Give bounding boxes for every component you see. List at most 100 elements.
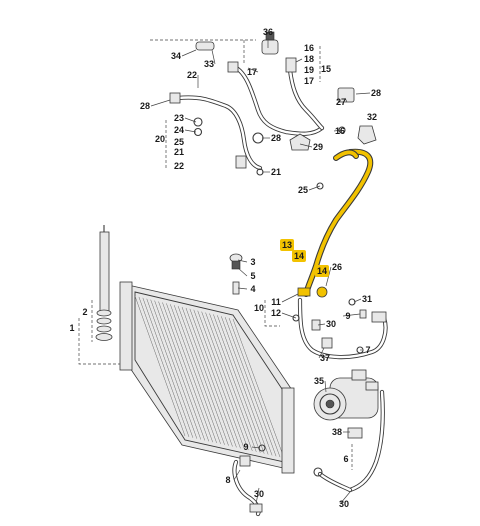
condenser-fin (177, 306, 229, 446)
condenser-fin (138, 296, 190, 437)
condenser-fin (181, 306, 233, 447)
callout-27: 27 (336, 97, 346, 107)
callout-16: 16 (304, 43, 314, 53)
leader-line (211, 49, 216, 65)
highlighted-callout-14: 14 (317, 266, 327, 276)
leader-line (251, 446, 261, 449)
leader-line (317, 323, 326, 326)
callout-25: 25 (298, 185, 308, 195)
leader-line (281, 312, 297, 319)
leader-line (333, 129, 343, 132)
callout-labels: 3433361716181917152227282823242532202122… (69, 27, 381, 509)
callout-30: 30 (326, 319, 336, 329)
callout-22: 22 (187, 70, 197, 80)
callout-20: 20 (155, 134, 165, 144)
callout-22: 22 (174, 161, 184, 171)
highlight-badge (280, 239, 294, 251)
condenser-fin (217, 315, 269, 455)
condenser (119, 281, 295, 474)
highlighted-discharge-hose (297, 148, 374, 298)
leader-line (237, 267, 248, 277)
condenser-fin (166, 303, 217, 444)
leader-line (237, 259, 248, 263)
condenser-fin (162, 302, 213, 443)
condenser-fin (201, 311, 253, 452)
callout-30: 30 (339, 499, 349, 509)
condenser-fin (158, 301, 209, 442)
callout-6: 6 (343, 454, 348, 464)
callout-17: 17 (304, 76, 314, 86)
lower-hose-assembly (232, 297, 388, 517)
leader-line (342, 313, 361, 317)
callout-5: 5 (250, 271, 255, 281)
callout-9: 9 (345, 311, 350, 321)
leader-line (339, 491, 351, 505)
leader-line (184, 117, 197, 123)
condenser-fin (232, 318, 285, 459)
condenser-fin (189, 308, 241, 449)
callout-33: 33 (204, 59, 214, 69)
callout-18: 18 (304, 54, 314, 64)
compressor (313, 369, 379, 421)
condenser-fin (228, 317, 281, 458)
callout-21: 21 (174, 147, 184, 157)
group-bracket (264, 300, 280, 327)
leader-line (184, 129, 197, 133)
leader-line (255, 487, 260, 505)
receiver-drier (95, 225, 113, 341)
leader-line (318, 347, 325, 359)
condenser-fin (213, 314, 265, 454)
leader-line (344, 97, 348, 103)
condenser-fin (197, 310, 249, 451)
highlight-badge (292, 250, 306, 262)
callout-28: 28 (371, 88, 381, 98)
callout-34: 34 (171, 51, 181, 61)
condenser-fin (221, 316, 273, 456)
leader-line (233, 469, 241, 481)
leader-line (308, 185, 321, 191)
condenser-fin (205, 312, 257, 452)
callout-30: 30 (254, 489, 264, 499)
callout-21: 21 (271, 167, 281, 177)
callout-16: 16 (335, 126, 345, 136)
condenser-fin (150, 299, 202, 440)
condenser-fin (146, 298, 198, 439)
callout-35: 35 (314, 376, 324, 386)
callout-37: 37 (320, 353, 330, 363)
leader-line (237, 287, 248, 290)
callout-28: 28 (271, 133, 281, 143)
highlighted-callout-13: 13 (282, 240, 292, 250)
callout-38: 38 (332, 427, 342, 437)
condenser-fin (173, 305, 225, 445)
leader-line (181, 49, 197, 57)
leader-line (295, 58, 303, 63)
condenser-fin (142, 297, 194, 438)
callout-4: 4 (250, 284, 255, 294)
callout-28: 28 (140, 101, 150, 111)
condenser-fin (193, 309, 245, 450)
leader-line (355, 92, 371, 95)
condenser-fin (154, 300, 206, 441)
condenser-fin (170, 304, 221, 445)
leader-line (353, 298, 362, 303)
callout-25: 25 (174, 137, 184, 147)
callout-12: 12 (271, 308, 281, 318)
callout-23: 23 (174, 113, 184, 123)
callout-26: 26 (332, 262, 342, 272)
callout-7: 7 (365, 345, 370, 355)
callout-1: 1 (69, 323, 74, 333)
leader-line (299, 143, 313, 148)
condenser-fin (134, 295, 186, 437)
highlighted-callout-14: 14 (294, 251, 304, 261)
group-bracket (78, 318, 120, 365)
highlight-badge (315, 265, 329, 277)
condenser-fin (224, 317, 277, 457)
callout-19: 19 (304, 65, 314, 75)
leader-line (247, 67, 259, 73)
callout-17: 17 (247, 67, 257, 77)
callout-9: 9 (243, 442, 248, 452)
leader-line (325, 266, 332, 287)
callout-11: 11 (271, 297, 281, 307)
callout-36: 36 (263, 27, 273, 37)
